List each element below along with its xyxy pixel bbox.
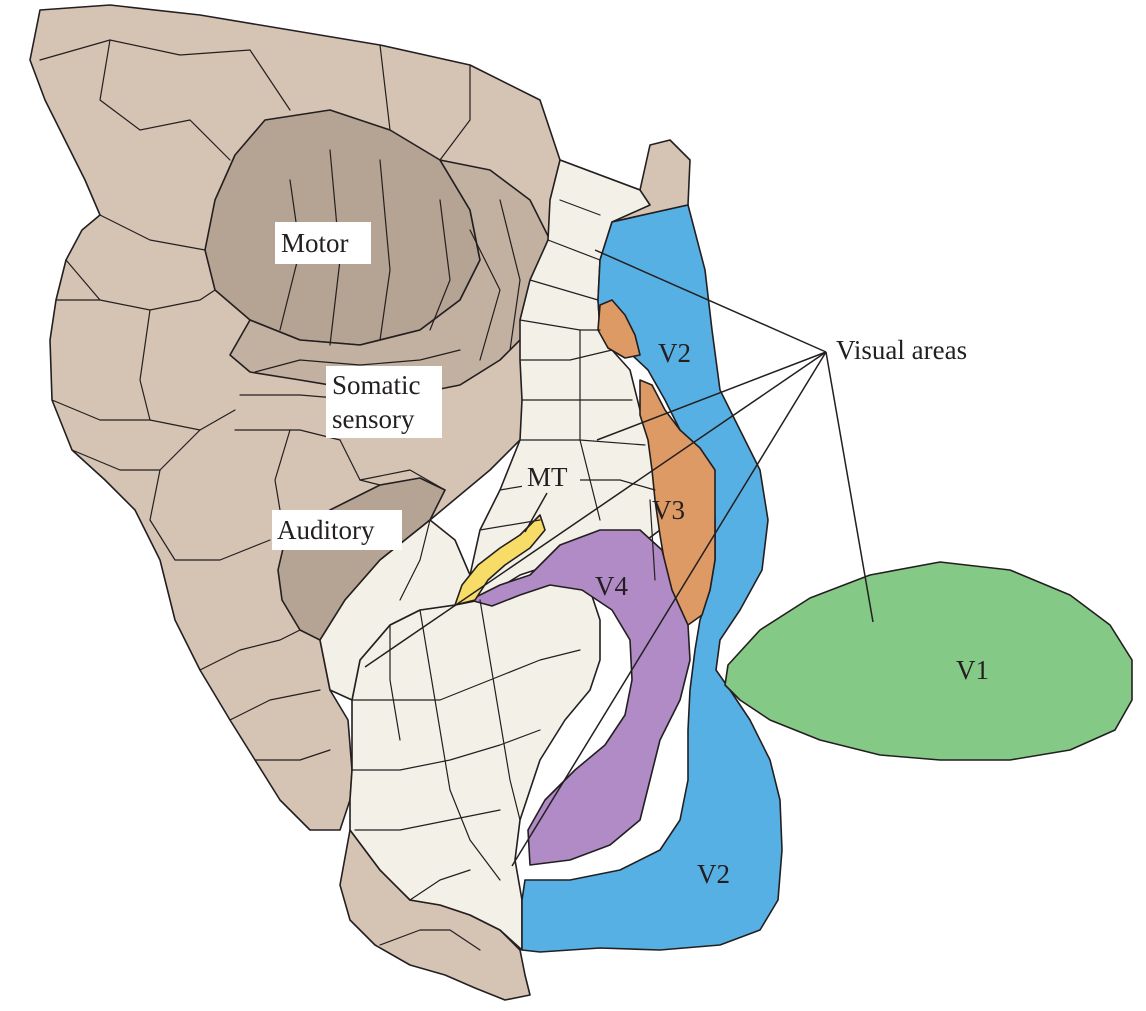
label-auditory: Auditory bbox=[277, 515, 375, 545]
label-visual-areas: Visual areas bbox=[836, 335, 967, 365]
label-v2-bottom: V2 bbox=[697, 859, 730, 889]
label-v2-top: V2 bbox=[658, 338, 691, 368]
label-v1: V1 bbox=[956, 655, 989, 685]
label-v3: V3 bbox=[652, 495, 685, 525]
leader-to-v1 bbox=[826, 352, 873, 622]
label-mt: MT bbox=[527, 462, 568, 492]
label-v4: V4 bbox=[595, 571, 628, 601]
label-motor: Motor bbox=[281, 228, 349, 258]
v1-region bbox=[725, 562, 1132, 760]
label-somatic-line2: sensory bbox=[332, 404, 415, 434]
label-somatic-line1: Somatic bbox=[332, 370, 421, 400]
